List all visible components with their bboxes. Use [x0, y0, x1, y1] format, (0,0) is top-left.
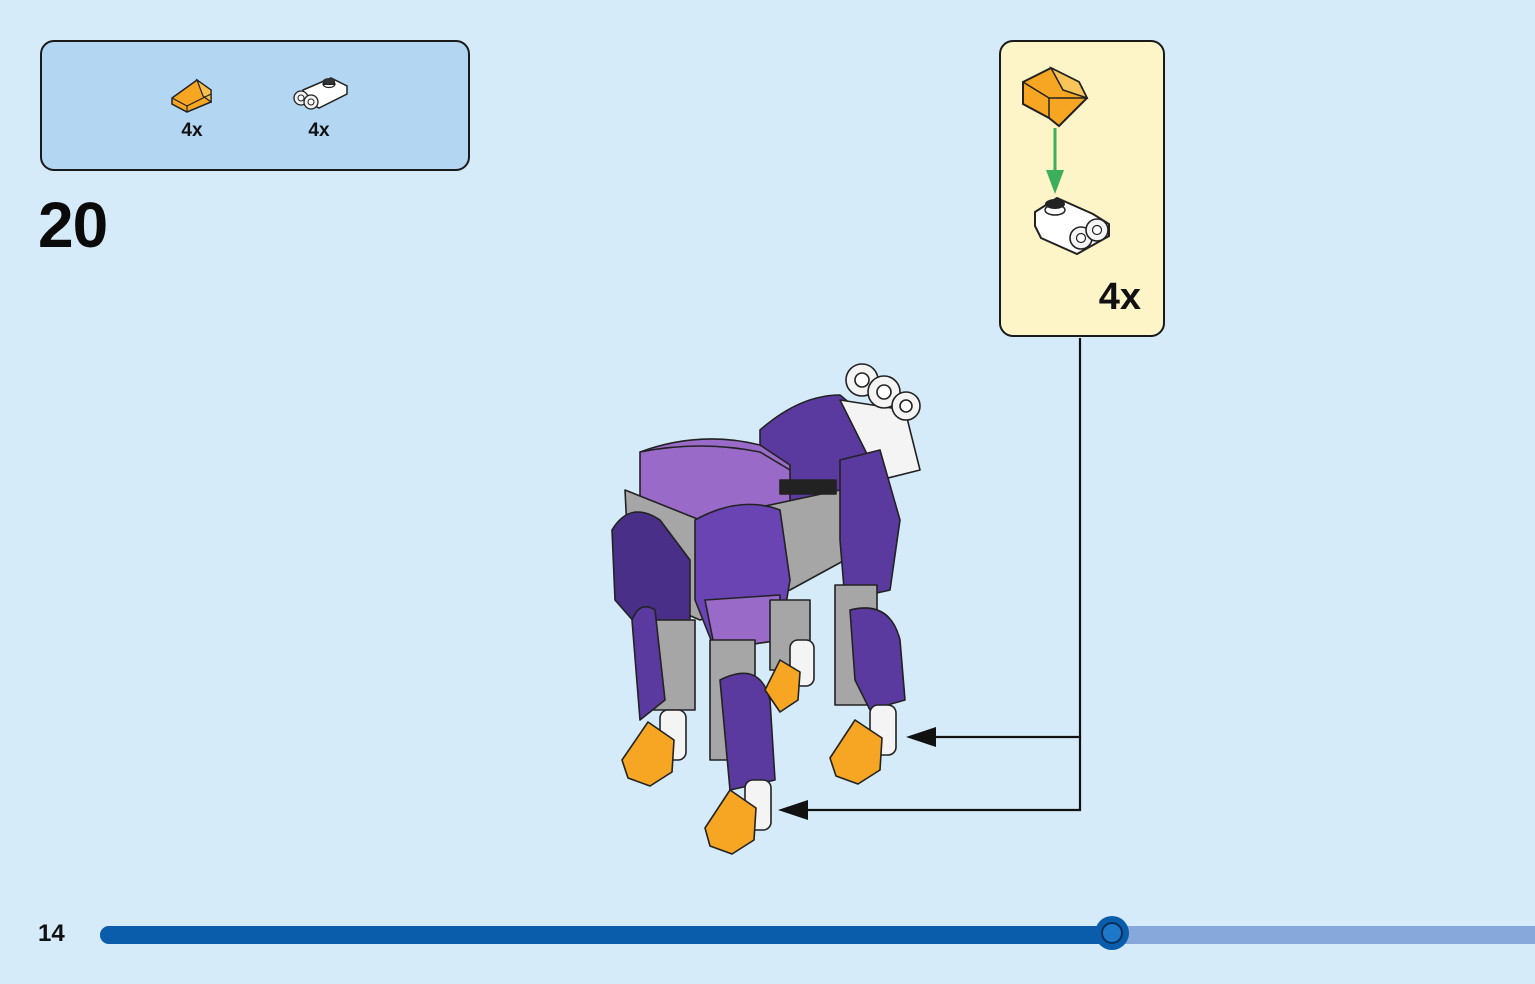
- parts-list-box: 4x 4x: [40, 40, 470, 171]
- pointer-arrowhead-icon: [906, 727, 936, 747]
- parts-item-slope: 4x: [157, 72, 227, 142]
- sub-assembly-diagram: [1022, 66, 1110, 256]
- orange-slope-icon: [621, 659, 883, 855]
- sub-assembly-callout: 4x: [999, 40, 1165, 337]
- gorilla-model: [611, 363, 921, 855]
- progress-bar-fill: [100, 926, 1112, 944]
- parts-item-count: 4x: [308, 120, 330, 141]
- white-clip-plate-icon: [1034, 196, 1110, 256]
- step-number: 20: [38, 189, 108, 261]
- progress-knob-icon: [1094, 916, 1129, 950]
- pointer-lines: [808, 338, 1082, 812]
- orange-slope-icon: [171, 78, 212, 113]
- callout-count: 4x: [1098, 276, 1141, 318]
- pointer-arrowhead-icon: [778, 800, 808, 820]
- page-number: 14: [38, 920, 65, 947]
- orange-slope-icon: [1022, 66, 1089, 128]
- parts-item-count: 4x: [181, 120, 203, 141]
- white-clip-plate-icon: [293, 77, 348, 110]
- progress-bar: [100, 916, 1535, 950]
- green-down-arrow-icon: [1046, 128, 1064, 194]
- parts-item-clip: 4x: [284, 72, 354, 142]
